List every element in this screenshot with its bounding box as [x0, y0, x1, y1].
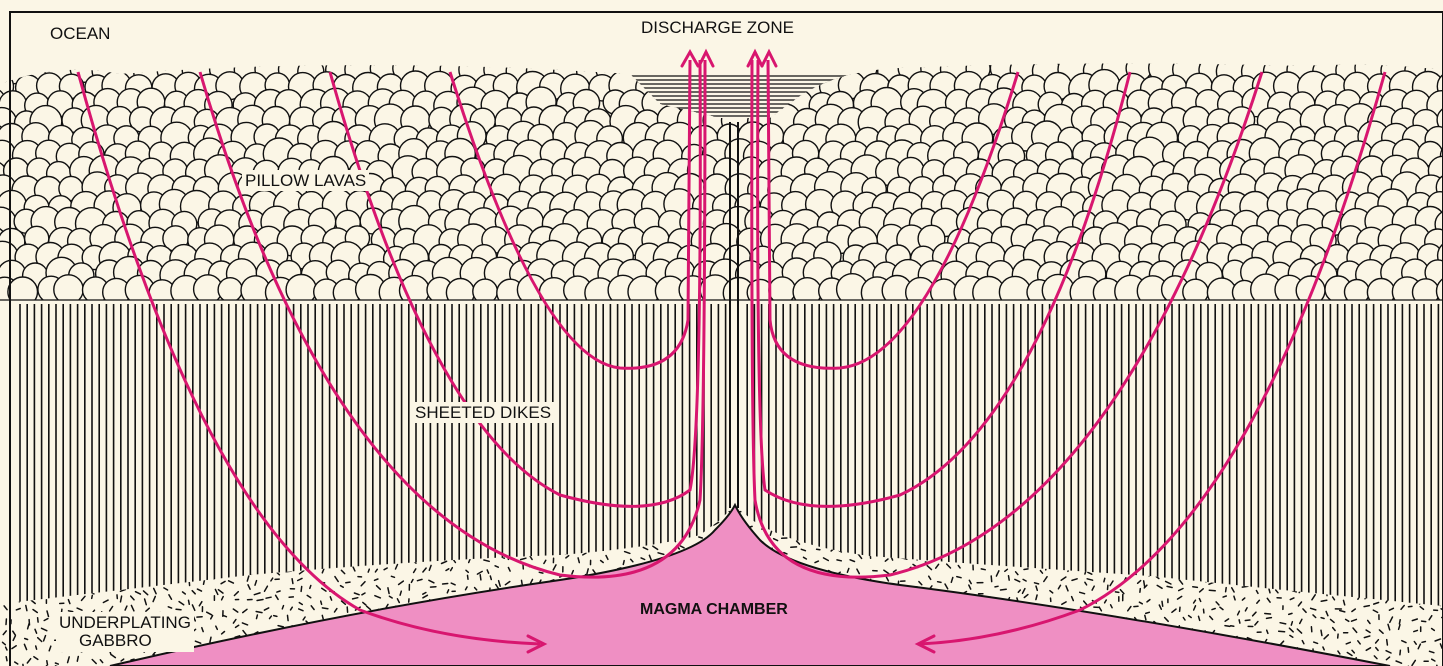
sheeted-dikes-label: SHEETED DIKES	[412, 402, 554, 423]
gabbro-dash	[1024, 569, 1028, 570]
pillow-shape	[218, 278, 242, 302]
gabbro-dash	[480, 575, 481, 580]
gabbro-dash	[1225, 626, 1230, 627]
gabbro-dash	[1145, 615, 1146, 619]
gabbro-dash	[77, 657, 78, 662]
underplating-label-line2: GABBRO	[59, 632, 191, 650]
gabbro-dash	[346, 582, 350, 583]
gabbro-dash	[522, 580, 523, 585]
gabbro-dash	[1422, 621, 1426, 622]
gabbro-dash	[1265, 614, 1271, 615]
gabbro-dash	[1035, 583, 1039, 584]
ocean-label: OCEAN	[50, 25, 110, 42]
gabbro-dash	[957, 577, 961, 578]
gabbro-dash	[995, 586, 998, 587]
gabbro-dash	[1321, 630, 1322, 635]
gabbro-dash	[837, 560, 841, 561]
gabbro-dash	[25, 639, 28, 640]
gabbro-dash	[1321, 600, 1327, 601]
gabbro-dash	[1289, 613, 1292, 614]
discharge-zone-label: DISCHARGE ZONE	[641, 19, 794, 36]
gabbro-dash	[321, 601, 322, 604]
gabbro-dash	[36, 646, 37, 649]
gabbro-dash	[443, 584, 448, 585]
gabbro-dash	[1223, 596, 1226, 597]
gabbro-dash	[176, 609, 181, 610]
gabbro-dash	[1104, 578, 1105, 582]
gabbro-dash	[699, 537, 703, 538]
gabbro-dash	[368, 569, 369, 572]
gabbro-dash	[1291, 622, 1292, 625]
gabbro-dash	[1321, 618, 1324, 619]
gabbro-dash	[1400, 650, 1401, 655]
gabbro-dash	[47, 661, 48, 665]
pillow-lavas-label: PILLOW LAVAS	[242, 170, 369, 191]
underplating-label-line1: UNDERPLATING	[59, 614, 191, 632]
gabbro-dash	[1115, 592, 1118, 593]
gabbro-dash	[1239, 620, 1240, 623]
gabbro-dash	[6, 657, 7, 661]
gabbro-dash	[468, 575, 469, 579]
gabbro-dash	[92, 595, 93, 598]
gabbro-dash	[981, 569, 985, 570]
gabbro-dash	[38, 618, 39, 622]
gabbro-dash	[539, 572, 543, 573]
gabbro-dash	[310, 586, 311, 589]
gabbro-dash	[1364, 606, 1369, 607]
gabbro-dash	[288, 615, 289, 620]
gabbro-dash	[1267, 618, 1272, 619]
gabbro-dash	[274, 616, 277, 617]
gabbro-dash	[1242, 586, 1248, 587]
gabbro-dash	[490, 576, 491, 580]
gabbro-dash	[301, 587, 302, 592]
gabbro-dash	[189, 600, 190, 604]
gabbro-dash	[223, 616, 226, 617]
gabbro-dash	[1399, 620, 1400, 624]
gabbro-dash	[391, 576, 394, 577]
gabbro-dash	[1193, 587, 1198, 588]
gabbro-dash	[1408, 648, 1409, 653]
gabbro-dash	[1279, 631, 1285, 632]
gabbro-dash	[1146, 612, 1150, 613]
gabbro-dash	[257, 600, 263, 601]
gabbro-dash	[1422, 642, 1425, 643]
gabbro-dash	[322, 615, 323, 619]
gabbro-dash	[1269, 589, 1270, 593]
gabbro-dash	[938, 582, 941, 583]
gabbro-dash	[991, 576, 992, 582]
gabbro-dash	[1226, 588, 1227, 592]
gabbro-dash	[817, 549, 820, 550]
underplating-gabbro-label: UNDERPLATING GABBRO	[56, 612, 194, 652]
gabbro-dash	[1001, 589, 1007, 590]
gabbro-dash	[1144, 581, 1145, 587]
gabbro-dash	[1212, 609, 1215, 610]
gabbro-dash	[1387, 640, 1388, 645]
gabbro-dash	[1209, 590, 1215, 591]
gabbro-dash	[277, 591, 280, 592]
gabbro-dash	[292, 579, 293, 584]
magma-chamber-label: MAGMA CHAMBER	[640, 602, 788, 618]
gabbro-dash	[266, 597, 271, 598]
gabbro-dash	[1245, 620, 1250, 621]
gabbro-dash	[1231, 626, 1234, 627]
gabbro-dash	[1009, 576, 1010, 580]
gabbro-dash	[1162, 601, 1163, 606]
gabbro-dash	[322, 608, 328, 609]
gabbro-dash	[55, 663, 58, 664]
gabbro-dash	[257, 615, 258, 619]
gabbro-dash	[623, 561, 624, 565]
